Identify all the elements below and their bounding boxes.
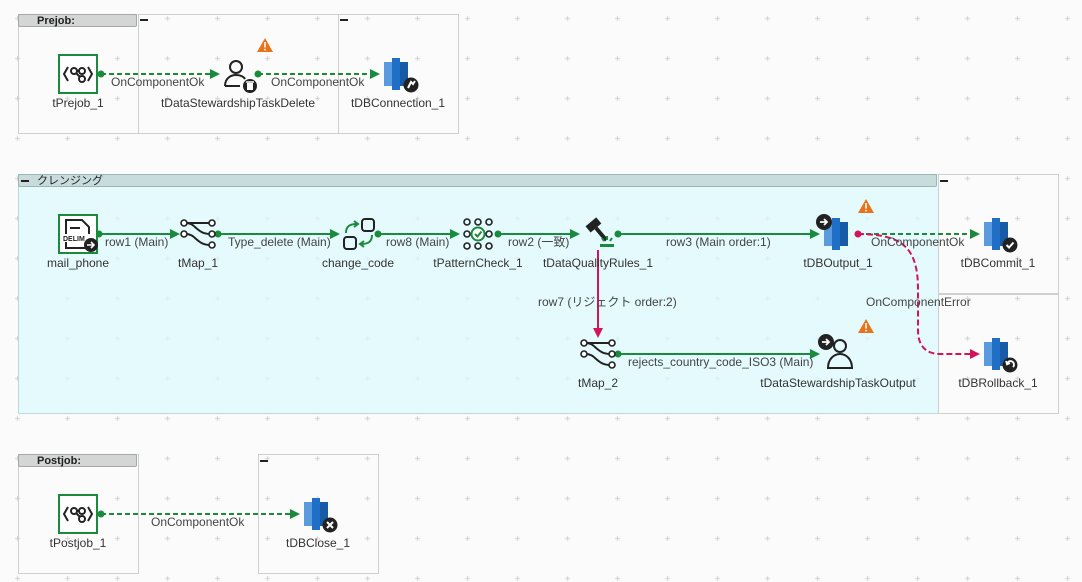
component-label-dboutput[interactable]: tDBOutput_1 [803, 256, 873, 270]
collapse-cleansing-icon[interactable] [21, 180, 29, 182]
label-link-row3[interactable]: row3 (Main order:1) [666, 235, 771, 249]
component-label-taskoutput[interactable]: tDataStewardshipTaskOutput [760, 376, 916, 390]
component-label-tpostjob[interactable]: tPostjob_1 [49, 536, 107, 550]
collapse-prejob-connection-icon[interactable] [340, 19, 348, 21]
link-output-to-rollback[interactable] [857, 233, 980, 359]
link-delete-to-connection[interactable] [254, 69, 380, 79]
component-label-dbrollback[interactable]: tDBRollback_1 [958, 376, 1038, 390]
label-link-row8[interactable]: row8 (Main) [386, 235, 450, 249]
label-link-output-to-rollback[interactable]: OnComponentError [866, 295, 971, 309]
db-rollback-icon[interactable] [982, 336, 1022, 374]
label-link-type-delete[interactable]: Type_delete (Main) [228, 235, 331, 249]
link-row8[interactable] [374, 229, 460, 239]
link-postjob-to-close[interactable] [97, 509, 300, 519]
component-label-mailphone[interactable]: mail_phone [46, 256, 110, 270]
label-link-postjob-to-close[interactable]: OnComponentOk [151, 515, 245, 529]
file-delimited-icon-text: DELIM [63, 236, 85, 243]
label-link-delete-to-connection[interactable]: OnComponentOk [271, 75, 365, 89]
user-delete-icon[interactable] [222, 58, 258, 94]
subjob-close-frame[interactable] [258, 454, 379, 574]
label-link-row7[interactable]: row7 (リジェクト order:2) [538, 295, 677, 309]
label-link-rejects[interactable]: rejects_country_code_ISO3 (Main) [628, 355, 814, 369]
replace-icon[interactable] [340, 216, 378, 252]
db-output-icon[interactable] [814, 212, 858, 252]
quality-rules-gavel-icon[interactable] [580, 214, 618, 252]
db-commit-icon[interactable] [982, 216, 1022, 254]
component-label-tmap2[interactable]: tMap_2 [577, 376, 619, 390]
db-connection-icon[interactable] [382, 56, 422, 94]
tmap-icon[interactable] [180, 216, 218, 252]
component-label-tprejob[interactable]: tPrejob_1 [52, 96, 104, 110]
prejob-icon[interactable] [58, 54, 98, 94]
link-prejob-to-delete[interactable] [97, 69, 220, 79]
link-rejects[interactable] [614, 349, 820, 359]
component-label-dbconnection[interactable]: tDBConnection_1 [350, 96, 446, 110]
collapse-prejob-delete-icon[interactable] [140, 19, 148, 21]
label-link-prejob-to-delete[interactable]: OnComponentOk [111, 75, 205, 89]
tmap2-icon[interactable] [580, 336, 618, 372]
db-close-icon[interactable] [302, 496, 342, 534]
postjob-icon[interactable] [58, 494, 98, 534]
link-row3[interactable] [614, 229, 820, 239]
subjob-postjob-title[interactable]: Postjob: [18, 454, 137, 467]
component-label-dbcommit[interactable]: tDBCommit_1 [960, 256, 1036, 270]
subjob-prejob-title[interactable]: Prejob: [18, 14, 137, 27]
collapse-commit-icon[interactable] [940, 180, 948, 182]
label-link-row1[interactable]: row1 (Main) [105, 235, 169, 249]
component-label-tmap1[interactable]: tMap_1 [177, 256, 219, 270]
link-type-delete[interactable] [214, 229, 340, 239]
user-output-icon[interactable] [816, 332, 856, 372]
link-row2[interactable] [494, 229, 580, 239]
subjob-cleansing-title[interactable]: クレンジング [18, 174, 937, 187]
component-label-taskdelete[interactable]: tDataStewardshipTaskDelete [160, 96, 316, 110]
warning-delete-icon[interactable] [257, 38, 273, 52]
collapse-close-icon[interactable] [260, 460, 268, 462]
warning-taskoutput-icon[interactable] [858, 319, 874, 333]
component-label-changecode[interactable]: change_code [321, 256, 395, 270]
label-link-row2[interactable]: row2 (一致) [508, 235, 570, 249]
component-label-patterncheck[interactable]: tPatternCheck_1 [433, 256, 523, 270]
pattern-check-icon[interactable] [460, 216, 498, 252]
component-label-dbclose[interactable]: tDBClose_1 [285, 536, 351, 550]
warning-dboutput-icon[interactable] [858, 199, 874, 213]
component-label-qualityrules[interactable]: tDataQualityRules_1 [542, 256, 654, 270]
file-delimited-icon[interactable]: DELIM [58, 214, 100, 254]
label-link-output-to-commit[interactable]: OnComponentOk [871, 235, 965, 249]
